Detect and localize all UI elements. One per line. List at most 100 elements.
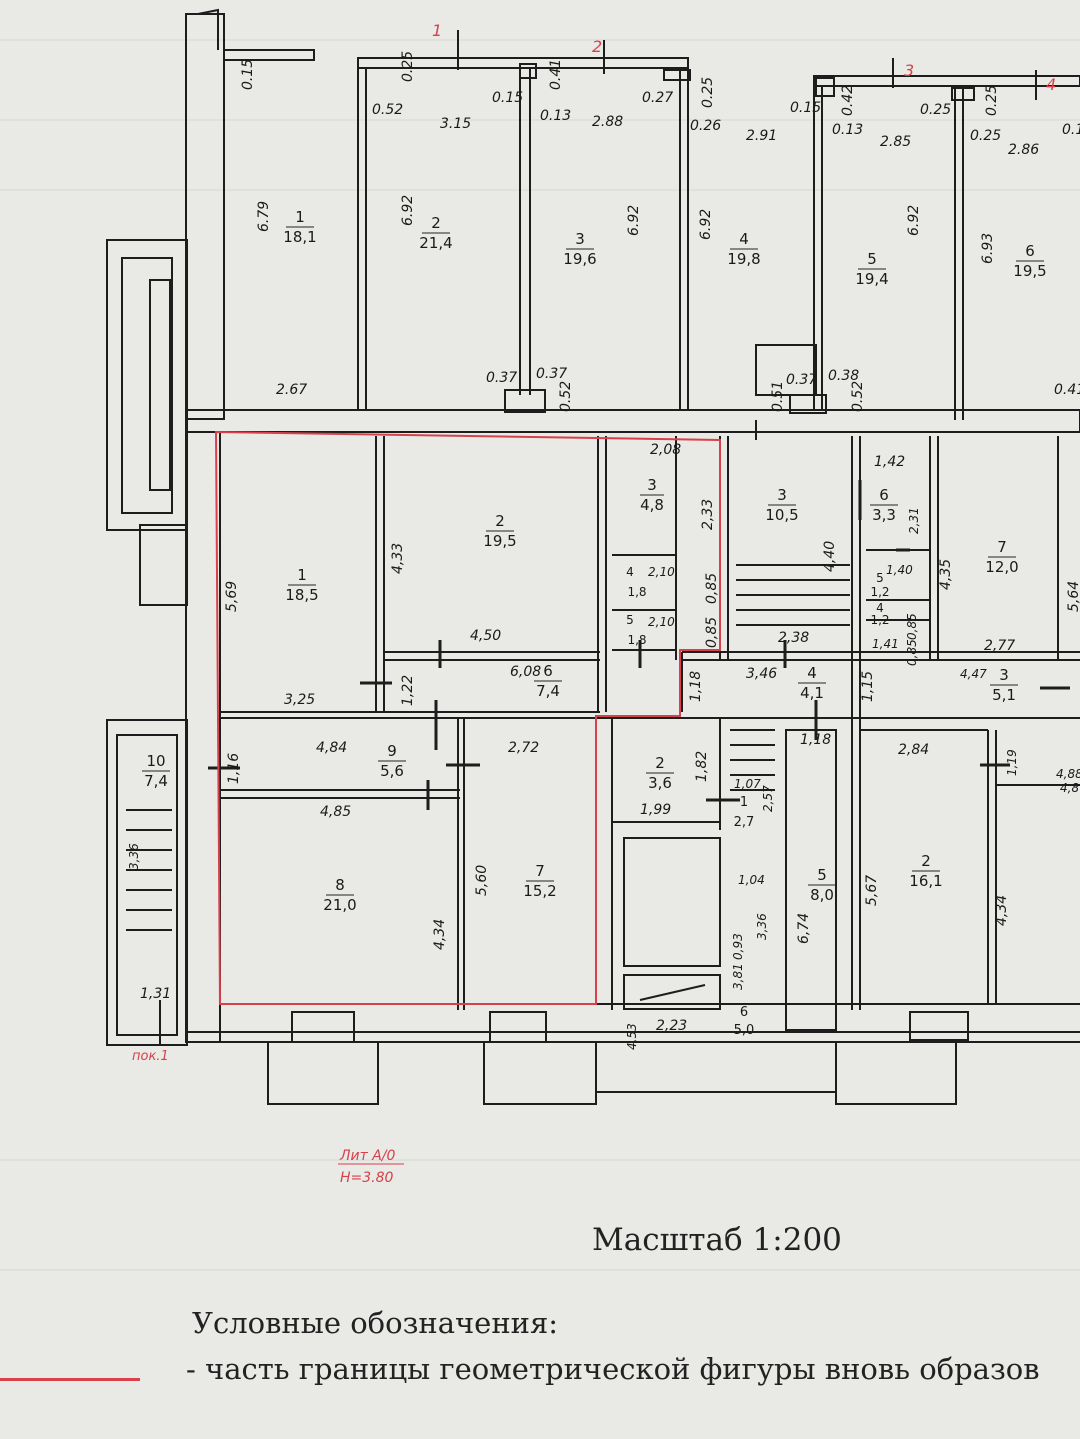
dimension: 2,57: [761, 785, 775, 812]
room-area: 5,6: [380, 762, 404, 780]
dimension: 3,46: [746, 666, 777, 682]
dimension: 0.37: [786, 372, 817, 388]
dimension: 4,40: [822, 541, 838, 572]
dimension: 3.15: [440, 116, 471, 132]
room-area: 19,5: [483, 532, 516, 550]
room-area: 7,4: [536, 682, 560, 700]
room-number: 6: [740, 1005, 748, 1020]
dimension: 2.91: [746, 128, 777, 144]
room-number: 5: [876, 571, 884, 585]
dimension: 0.15: [790, 100, 821, 116]
room-number: 6: [879, 486, 889, 504]
room-number: 2: [921, 852, 931, 870]
dimension: 4,34: [994, 895, 1010, 926]
room-area: 19,6: [563, 250, 596, 268]
dimension: 4,88: [1056, 767, 1080, 781]
room-area: 19,4: [855, 270, 888, 288]
dimension: 2.86: [1008, 142, 1039, 158]
room-number: 4: [876, 601, 884, 615]
dimension: 1,04: [738, 873, 765, 887]
room-area: 16,1: [909, 872, 942, 890]
room-labels: 1 18,1 2 21,4 3 19,6 4 19,8 5 19,4 6 19,…: [142, 208, 1047, 1038]
dimension: 0.37: [536, 366, 567, 382]
axis-mark: 2: [592, 37, 602, 56]
dimension: 0.38: [828, 368, 859, 384]
dimension: 1,41: [872, 637, 899, 651]
dimension: 4,34: [432, 919, 448, 950]
dimension: 4,85: [320, 804, 351, 820]
dimension: 6.79: [256, 201, 272, 232]
dimension: 1,18: [800, 732, 831, 748]
dimension: 1,15: [860, 671, 876, 702]
dimension: 4,84: [316, 740, 347, 756]
lit-note: Лит А/0: [339, 1148, 396, 1164]
room-number: 3: [647, 476, 657, 494]
dimension: 1,42: [874, 454, 905, 470]
dimension: 6,08: [510, 664, 541, 680]
dimension: 6,74: [796, 913, 812, 944]
dimension: 6.92: [906, 205, 922, 236]
highlight-boundary: [214, 430, 721, 1005]
room-number: 7: [997, 538, 1007, 556]
dimension: 1,40: [886, 563, 913, 577]
dimension: 0.15: [240, 59, 256, 90]
dimension: 1,22: [400, 675, 416, 706]
dimension: 0.13: [540, 108, 571, 124]
dimension: 1,82: [694, 751, 710, 782]
dimension: 0.25: [400, 51, 416, 82]
room-area: 8,0: [810, 886, 834, 904]
room-number: 4: [739, 230, 749, 248]
dimension: 0.42: [840, 85, 856, 116]
dimension: 4,50: [470, 628, 501, 644]
room-number: 2: [495, 512, 505, 530]
dimension: 0.37: [486, 370, 517, 386]
dimension: 2,10: [648, 615, 675, 629]
dimension: 4,47: [960, 667, 987, 681]
paper-texture: [0, 39, 1080, 1271]
room-number: 5: [626, 613, 634, 627]
dimension: 6.93: [980, 233, 996, 264]
axis-mark: 4: [1046, 75, 1056, 94]
room-area: 2,7: [734, 815, 755, 830]
dimension: 0.51: [770, 381, 786, 412]
dimension: 2,33: [700, 499, 716, 530]
dimension: 6.92: [698, 209, 714, 240]
axis-mark: 1: [432, 21, 442, 40]
room-area: 10,5: [765, 506, 798, 524]
stair-note: пок.1: [132, 1049, 169, 1064]
dimension: 4,35: [938, 559, 954, 590]
room-number: 3: [777, 486, 787, 504]
dimension: 0.41: [1054, 382, 1080, 398]
dimension: 4,33: [390, 543, 406, 574]
dimension: 5,69: [224, 581, 240, 612]
dimension: 0.13: [832, 122, 863, 138]
room-area: 21,0: [323, 896, 356, 914]
dimension: 0.25: [984, 85, 1000, 116]
dimension: 4,53: [625, 1023, 639, 1050]
dimension: 2,23: [656, 1018, 687, 1034]
room-number: 10: [146, 752, 165, 770]
dimension: 2.67: [276, 382, 307, 398]
scale-caption: Масштаб 1:200: [592, 1222, 842, 1258]
dimension: 0,85: [704, 617, 720, 648]
room-area: 15,2: [523, 882, 556, 900]
room-number: 9: [387, 742, 397, 760]
dimension: 2,38: [778, 630, 809, 646]
dimension: 3,25: [284, 692, 315, 708]
room-number: 7: [535, 862, 545, 880]
dimension: 0.52: [558, 381, 574, 412]
room-area: 4,1: [800, 684, 824, 702]
room-area: 3,6: [648, 774, 672, 792]
room-number: 3: [575, 230, 585, 248]
room-number: 5: [817, 866, 827, 884]
red-notes: пок.1 Лит А/0 Н=3.80: [132, 1049, 404, 1186]
dimension: 0.25: [700, 77, 716, 108]
room-area: 5,0: [734, 1023, 755, 1038]
dimension: 1,19: [1005, 749, 1019, 776]
room-area: 1,2: [870, 613, 889, 627]
room-area: 4,8: [640, 496, 664, 514]
room-number: 5: [867, 250, 877, 268]
dimension: 5,60: [474, 865, 490, 896]
dimension: 1,99: [640, 802, 671, 818]
room-number: 1: [740, 795, 748, 810]
